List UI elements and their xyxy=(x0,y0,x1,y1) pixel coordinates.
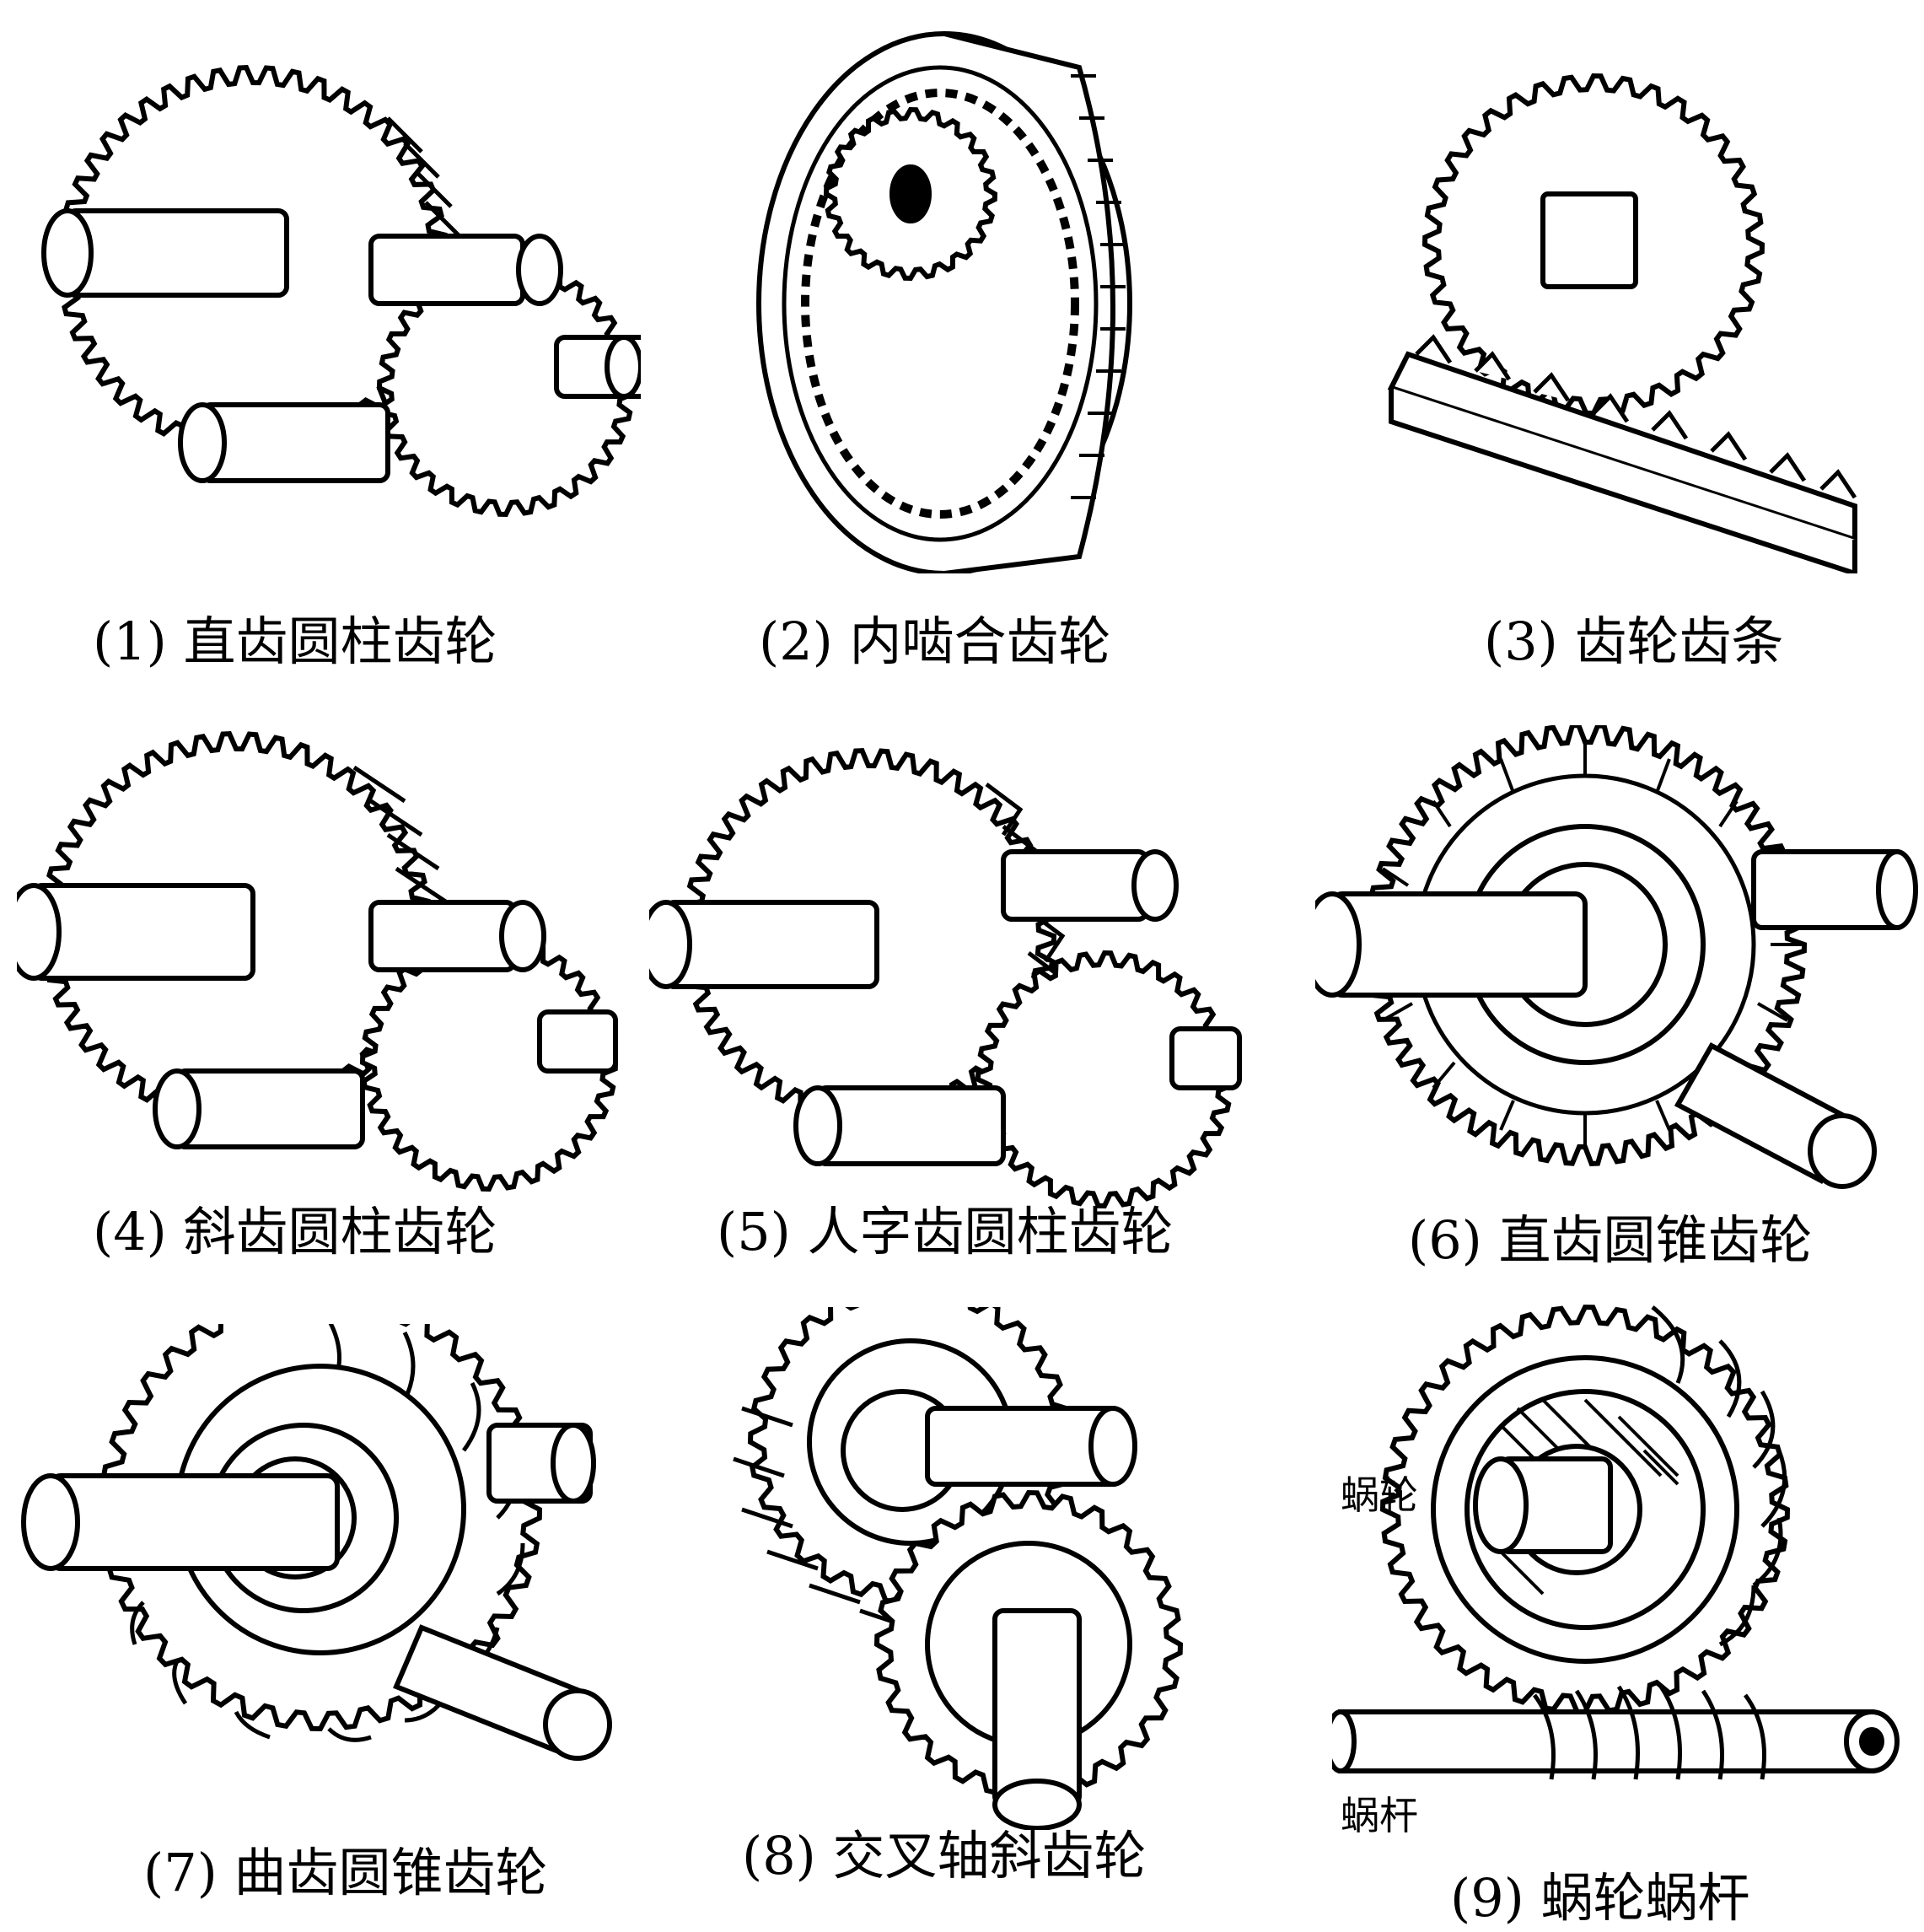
caption-straight-bevel-gear: (6) 直齿圆锥齿轮 xyxy=(1408,1209,1813,1271)
worm-gear-illustration xyxy=(1332,1304,1900,1780)
gear-outline xyxy=(975,950,1234,1209)
gear-outline xyxy=(376,258,636,518)
label-worm-wheel: 蜗轮 xyxy=(1341,1472,1418,1518)
caption-internal-gear: (2) 内啮合齿轮 xyxy=(759,611,1111,672)
figure-spiral-bevel-gear: (7) 曲齿圆锥齿轮 xyxy=(17,1324,624,1899)
gear-outline xyxy=(359,933,619,1192)
figure-internal-gear: (2) 内啮合齿轮 xyxy=(725,17,1197,668)
figure-herringbone-gear: (5) 人字齿圆柱齿轮 xyxy=(649,734,1256,1258)
figure-spur-gear: (1) 直齿圆柱齿轮 xyxy=(34,51,641,668)
small-herringbone-gear xyxy=(975,950,1234,1209)
label-worm: 蜗杆 xyxy=(1341,1793,1418,1838)
figure-worm-gear: 蜗轮 蜗杆 (9) 蜗轮蜗杆 xyxy=(1332,1290,1922,1924)
rack-pinion-illustration xyxy=(1387,73,1857,573)
figure-crossed-helical-gear: (8) 交叉轴斜齿轮 xyxy=(691,1307,1231,1882)
small-helical-gear xyxy=(359,933,619,1192)
spiral-bevel-gear-illustration xyxy=(21,1324,612,1761)
caption-spiral-bevel-gear: (7) 曲齿圆锥齿轮 xyxy=(143,1842,548,1903)
internal-gear-illustration xyxy=(756,31,1132,573)
caption-helical-gear: (4) 斜齿圆柱齿轮 xyxy=(93,1201,497,1262)
figure-rack-pinion: (3) 齿轮齿条 xyxy=(1383,67,1905,668)
herringbone-gear-illustration xyxy=(649,747,1242,1209)
small-gear xyxy=(376,258,636,518)
caption-crossed-helical-gear: (8) 交叉轴斜齿轮 xyxy=(742,1825,1147,1886)
shafts xyxy=(41,208,641,483)
straight-bevel-gear-illustration xyxy=(1315,725,1918,1189)
caption-worm-gear: (9) 蜗轮蜗杆 xyxy=(1450,1867,1750,1929)
caption-rack-pinion: (3) 齿轮齿条 xyxy=(1484,611,1784,672)
caption-spur-gear: (1) 直齿圆柱齿轮 xyxy=(93,611,497,672)
figure-helical-gear: (4) 斜齿圆柱齿轮 xyxy=(17,717,624,1258)
spur-gear-illustration xyxy=(41,64,641,518)
figure-straight-bevel-gear: (6) 直齿圆锥齿轮 xyxy=(1315,725,1922,1267)
crossed-helical-gear-illustration xyxy=(733,1307,1184,1830)
helical-gear-illustration xyxy=(17,730,619,1192)
caption-herringbone-gear: (5) 人字齿圆柱齿轮 xyxy=(717,1201,1174,1262)
